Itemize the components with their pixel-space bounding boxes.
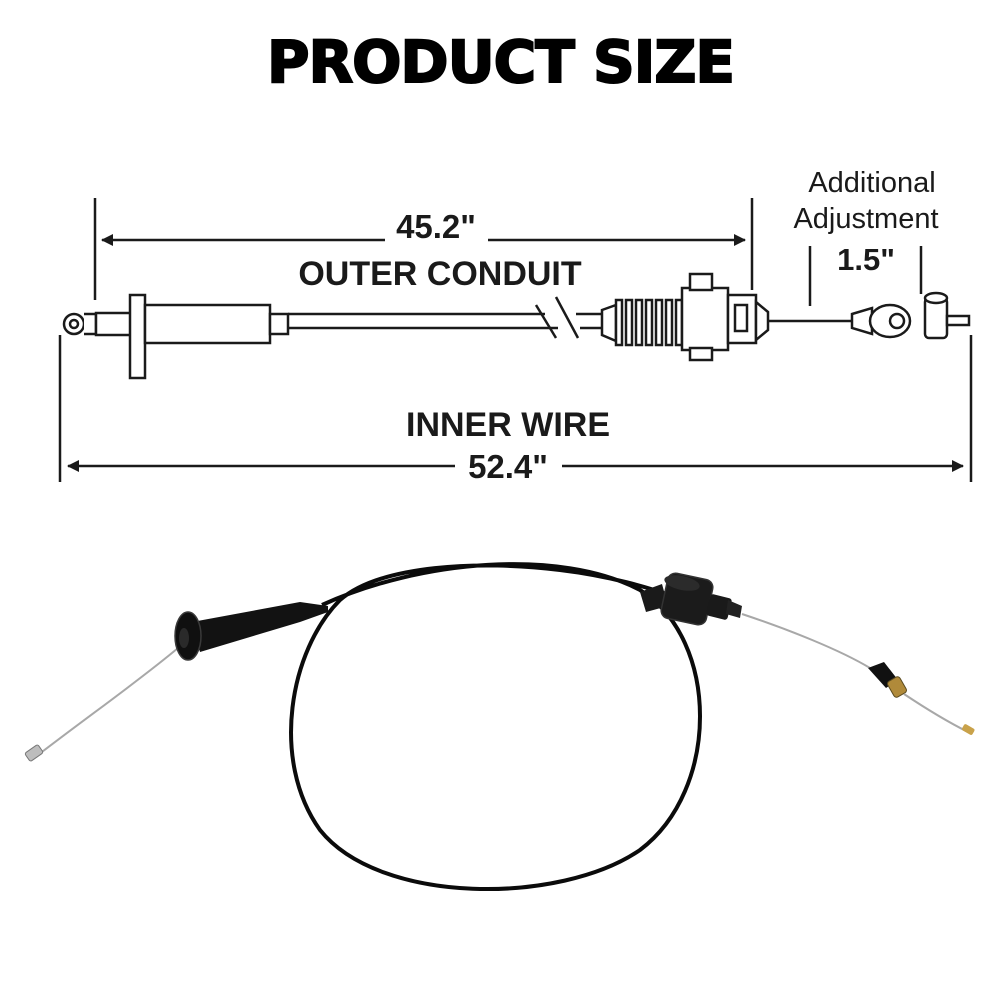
adjuster-nozzle [754,299,770,343]
left-eyelet-neck [84,312,98,336]
conduit-break-2 [554,296,580,339]
conduit-break-1 [534,304,558,339]
right-crimp [850,306,874,336]
outer-conduit-label: OUTER CONDUIT [298,255,582,293]
left-flange [128,293,147,380]
left-tube-body [192,602,328,652]
inner-wire-length: 52.4" [468,448,548,485]
additional-adjustment-line1: Additional [808,167,935,199]
left-inner-wire [37,647,179,756]
spring-ferrule [600,303,618,343]
right-inner-wire [741,613,871,669]
outer-conduit-length: 45.2" [396,208,476,245]
left-wire-end [24,744,44,762]
inner-wire-label: INNER WIRE [406,406,610,444]
right-end-barrel-body [887,676,907,698]
adjuster-body [680,286,730,352]
product-photo [24,562,975,892]
black-conduit-loop [289,562,702,892]
additional-adjustment-length: 1.5" [837,242,895,277]
right-wire-end [962,724,975,735]
adjuster-spring [614,298,684,347]
page-title: PRODUCT SIZE [266,27,736,97]
additional-adjustment-line2: Adjustment [793,203,938,235]
right-adjuster-body [640,572,742,626]
technical-drawing [58,198,973,482]
left-tube [143,303,272,345]
